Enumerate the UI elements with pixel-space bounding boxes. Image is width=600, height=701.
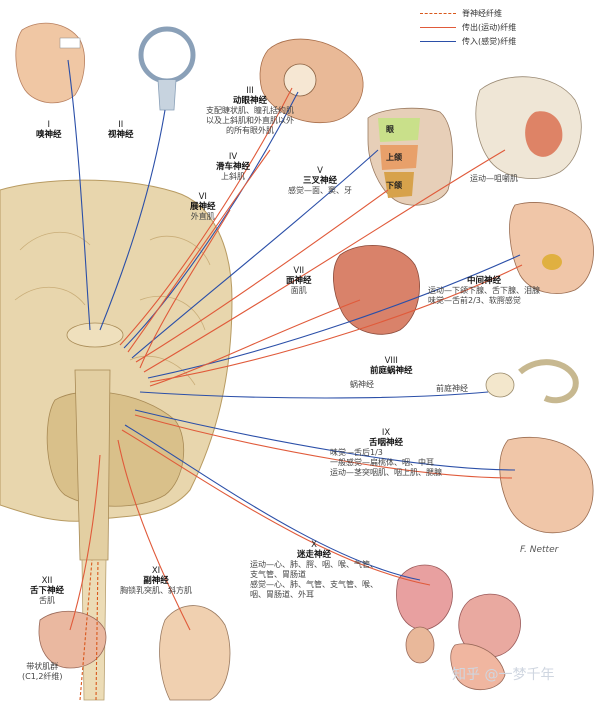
face-label-maxilla: 上颌	[386, 153, 402, 162]
label-masseter: 运动—咀嚼肌	[470, 174, 518, 183]
label-vestibulocochlear-nerve: VIII 前庭蜗神经	[370, 356, 413, 376]
watermark: 知乎 @一梦千年	[452, 667, 555, 683]
legend-row-efferent: 传出(运动)纤维	[420, 20, 516, 34]
label-optic-nerve: II 视神经	[108, 120, 134, 140]
legend-label-efferent: 传出(运动)纤维	[462, 22, 517, 32]
inner-ear-illustration	[485, 359, 579, 404]
label-cochlear-nerve: 蜗神经	[350, 380, 374, 389]
label-oculomotor-nerve: III 动眼神经 支配睫状肌、瞳孔括约肌 以及上斜肌和外直肌以外 的所有眼外肌	[206, 86, 294, 135]
label-intermediate-nerve: 中间神经 运动—下颌下腺、舌下腺、泪腺 味觉—舌前2/3、软腭感觉	[428, 276, 540, 305]
legend-swatch-efferent	[420, 26, 456, 28]
brainstem	[74, 369, 111, 561]
head-sagittal-1	[509, 202, 594, 294]
face-label-eye: 眼	[386, 125, 394, 134]
label-vestibular-nerve: 前庭神经	[436, 384, 468, 393]
label-vagus-nerve: X 迷走神经 运动—心、肺、腭、咽、喉、气管、 支气管、胃肠道 感觉—心、肺、气…	[250, 540, 378, 599]
legend-label-afferent: 传入(感觉)纤维	[462, 36, 517, 46]
legend-swatch-spinal	[420, 12, 456, 14]
eye-illustration	[138, 26, 196, 84]
legend: 脊神经纤维 传出(运动)纤维 传入(感觉)纤维	[420, 6, 516, 48]
thoracic-organs	[396, 564, 521, 691]
label-glossopharyngeal-nerve: IX 舌咽神经 味觉—舌后1/3 一般感觉—扁桃体、咽、中耳 运动—茎突咽肌、咽…	[330, 428, 442, 477]
label-abducens-nerve: VI 展神经 外直肌	[190, 192, 216, 221]
head-sagittal-2	[499, 437, 594, 534]
facial-muscle-head	[333, 245, 420, 335]
artist-signature: F. Netter	[520, 545, 559, 555]
label-strap-muscles: 带状肌群 (C1,2纤维)	[22, 662, 63, 681]
neck-accessory	[159, 605, 231, 701]
label-facial-nerve: VII 面神经 面肌	[286, 266, 312, 295]
label-trochlear-nerve: IV 滑车神经 上斜肌	[216, 152, 251, 181]
nose-illustration	[15, 22, 85, 104]
label-olfactory-nerve: I 嗅神经	[36, 120, 62, 140]
tongue-hypoglossal	[38, 610, 107, 669]
legend-label-spinal: 脊神经纤维	[462, 8, 502, 18]
label-hypoglossal-nerve: XII 舌下神经 舌肌	[30, 576, 65, 605]
label-accessory-nerve: XI 副神经 胸锁乳突肌、斜方肌	[120, 566, 192, 595]
legend-swatch-afferent	[420, 40, 456, 42]
face-label-mandible: 下颌	[386, 181, 402, 190]
legend-row-spinal: 脊神经纤维	[420, 6, 516, 20]
label-trigeminal-nerve: V 三叉神经 感觉—面、窦、牙	[288, 166, 352, 195]
legend-row-afferent: 传入(感觉)纤维	[420, 34, 516, 48]
optic-chiasm	[66, 322, 124, 348]
